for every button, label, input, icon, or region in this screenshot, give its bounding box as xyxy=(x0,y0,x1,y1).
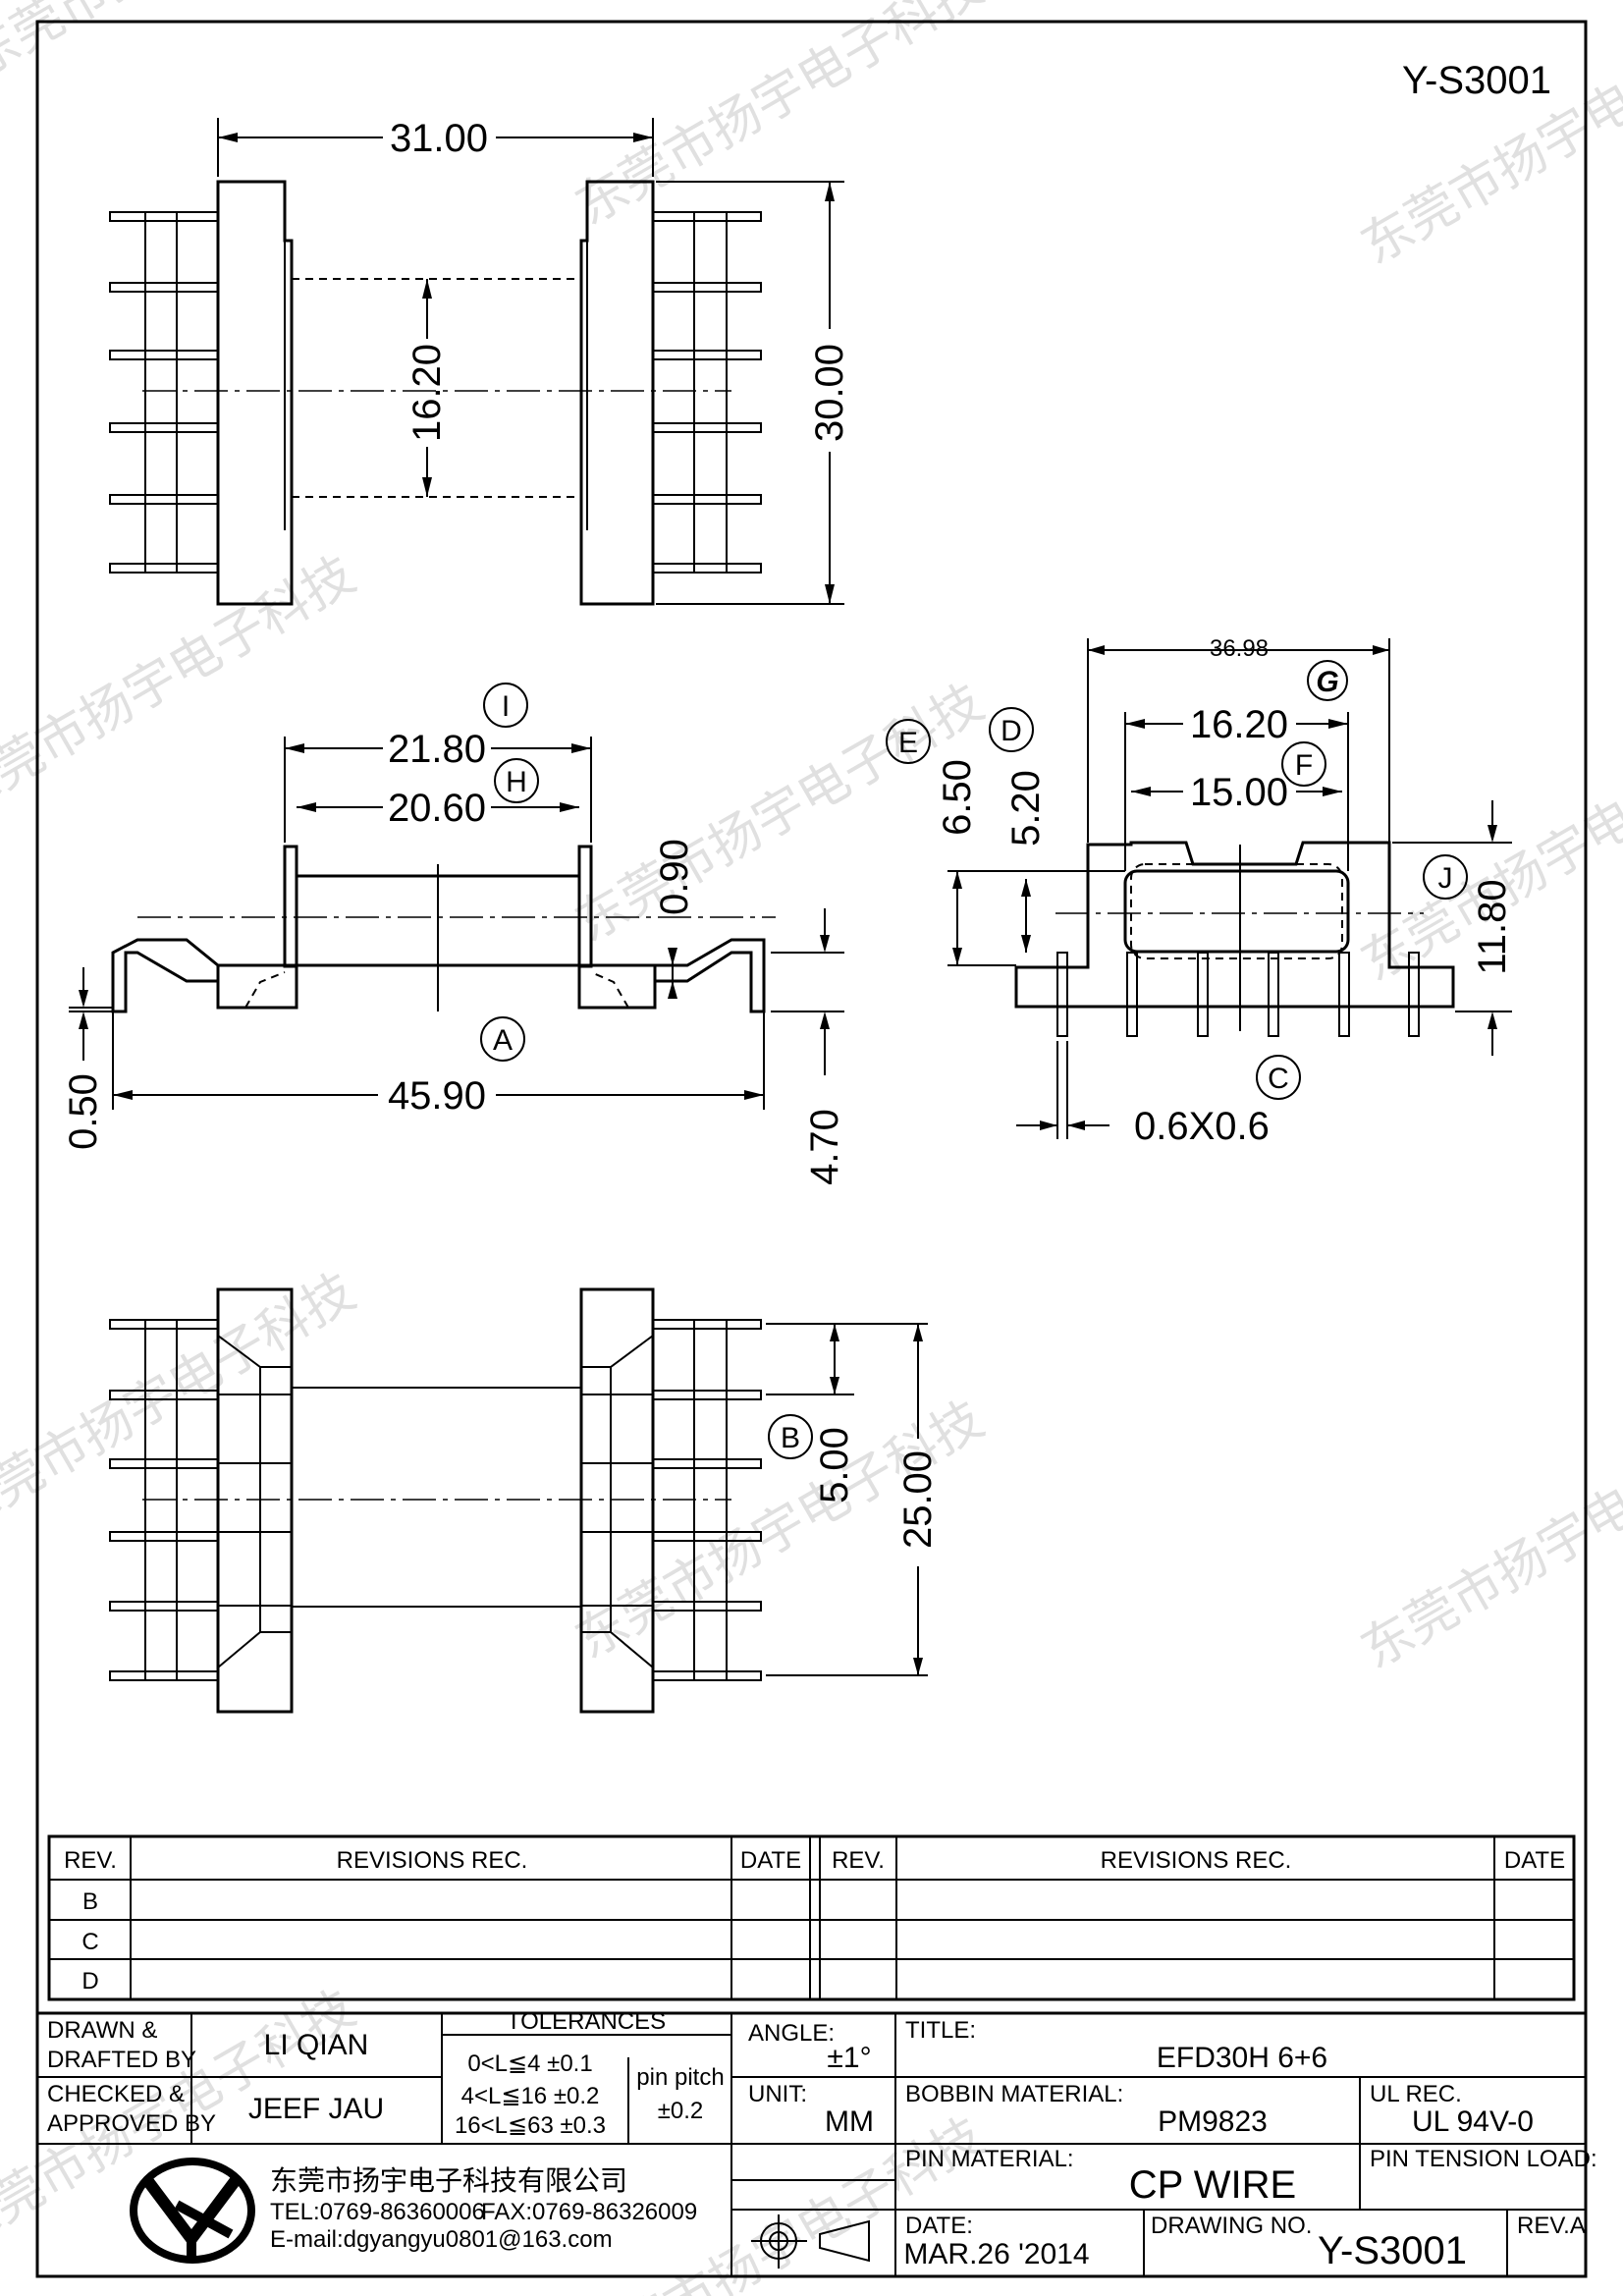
title-label: TITLE: xyxy=(905,2017,976,2044)
approved-label: APPROVED BY xyxy=(47,2110,216,2137)
drafted-label: DRAFTED BY xyxy=(47,2047,196,2073)
angle-value: ±1° xyxy=(827,2042,871,2074)
rec-col-right: REVISIONS REC. xyxy=(1101,1847,1292,1874)
dim-pin-section: 0.6X0.6 xyxy=(1134,1105,1270,1148)
drawn-by: LI QIAN xyxy=(264,2029,369,2061)
company-logo xyxy=(130,2158,255,2264)
dim-end-slot-inner: 15.00 xyxy=(1190,771,1288,814)
dim-end-total-height: 11.80 xyxy=(1471,879,1514,974)
company-name: 东莞市扬宇电子科技有限公司 xyxy=(270,2165,627,2196)
bobbin-material: PM9823 xyxy=(1158,2105,1268,2138)
title-block: DRAWN & DRAFTED BY LI QIAN CHECKED & APP… xyxy=(35,2008,1597,2278)
svg-text:东莞市扬宇电子科技: 东莞市扬宇电子科技 xyxy=(0,0,385,89)
svg-text:D: D xyxy=(1001,715,1022,747)
bottom-view: 5.00 B 25.00 xyxy=(109,1287,940,1714)
tol-row-1: 0<L≦4 ±0.1 xyxy=(467,2050,592,2077)
svg-text:A: A xyxy=(493,1024,513,1057)
dim-flange: 0.90 xyxy=(653,839,696,915)
pin-pitch-label: pin pitch xyxy=(636,2064,724,2091)
date-value: MAR.26 '2014 xyxy=(903,2238,1089,2270)
unit-value: MM xyxy=(825,2105,874,2138)
tol-row-3: 16<L≦63 ±0.3 xyxy=(455,2112,606,2139)
ul-value: UL 94V-0 xyxy=(1412,2105,1534,2138)
svg-text:东莞市扬宇电子科技: 东莞市扬宇电子科技 xyxy=(0,1262,365,1543)
drawing-code: Y-S3001 xyxy=(1402,59,1551,102)
bobbin-material-label: BOBBIN MATERIAL: xyxy=(905,2081,1123,2107)
dim-pin-height: 4.70 xyxy=(803,1109,846,1185)
dim-end-height-b: 5.20 xyxy=(1004,770,1048,847)
svg-text:东莞市扬宇电子科技: 东莞市扬宇电子科技 xyxy=(567,0,994,237)
dim-end-width: 36.98 xyxy=(1210,635,1269,662)
date-col-left: DATE xyxy=(740,1847,801,1874)
svg-text:J: J xyxy=(1438,862,1453,895)
projection-symbol xyxy=(731,2179,895,2269)
dim-overall-length: 45.90 xyxy=(388,1074,486,1118)
svg-text:东莞市扬宇电子科技: 东莞市扬宇电子科技 xyxy=(1352,0,1623,276)
tol-row-2: 4<L≦16 ±0.2 xyxy=(461,2083,600,2109)
revision-table: REV. REVISIONS REC. DATE REV. REVISIONS … xyxy=(47,1834,1576,2001)
dim-top-width: 31.00 xyxy=(390,117,488,160)
rev-col-left: REV. xyxy=(64,1847,117,1874)
svg-text:E: E xyxy=(898,727,918,759)
pin-tension-label: PIN TENSION LOAD: xyxy=(1370,2146,1597,2172)
drawn-label: DRAWN & xyxy=(47,2017,157,2044)
pin-material: CP WIRE xyxy=(1129,2163,1296,2207)
drawing-no: Y-S3001 xyxy=(1318,2229,1467,2272)
company-fax: FAX:0769-86326009 xyxy=(481,2199,697,2225)
unit-label: UNIT: xyxy=(748,2081,807,2107)
rev-col-right: REV. xyxy=(832,1847,885,1874)
angle-label: ANGLE: xyxy=(748,2020,835,2047)
svg-text:B: B xyxy=(781,1422,800,1454)
svg-text:C: C xyxy=(1268,1063,1289,1095)
top-view: 31.00 16.20 30.00 xyxy=(109,117,851,606)
title-value: EFD30H 6+6 xyxy=(1157,2042,1327,2074)
svg-text:H: H xyxy=(506,766,527,798)
pin-material-label: PIN MATERIAL: xyxy=(905,2146,1074,2172)
rev-row-c: C xyxy=(81,1929,98,1955)
dim-top-height: 30.00 xyxy=(808,344,851,442)
date-label: DATE: xyxy=(905,2213,973,2239)
svg-text:东莞市扬宇电子科技: 东莞市扬宇电子科技 xyxy=(567,673,994,954)
end-view: 36.98 G 16.20 F 15.00 E D 6.50 xyxy=(886,635,1514,1148)
dim-side-outer: 21.80 xyxy=(388,728,486,771)
side-view: 21.80 20.60 I H 0.90 45.90 A 0.50 xyxy=(62,683,846,1185)
pin-pitch-tol: ±0.2 xyxy=(658,2098,704,2124)
dim-top-inner: 16.20 xyxy=(406,344,449,442)
company-email: E-mail:dgyangyu0801@163.com xyxy=(270,2226,613,2253)
ul-label: UL REC. xyxy=(1370,2081,1462,2107)
dim-end-height-a: 6.50 xyxy=(936,759,979,836)
rev-row-b: B xyxy=(82,1888,98,1915)
svg-text:东莞市扬宇电子科技: 东莞市扬宇电子科技 xyxy=(1352,1399,1623,1680)
checked-label: CHECKED & xyxy=(47,2081,185,2107)
dim-end-slot-outer: 16.20 xyxy=(1190,703,1288,746)
tolerances-label: TOLERANCES xyxy=(507,2008,666,2035)
svg-text:东莞市扬宇电子科技: 东莞市扬宇电子科技 xyxy=(0,545,365,826)
dim-pin-pitch: 5.00 xyxy=(813,1427,856,1503)
svg-text:I: I xyxy=(502,690,510,723)
checked-by: JEEF JAU xyxy=(248,2093,384,2125)
date-col-right: DATE xyxy=(1504,1847,1565,1874)
dim-bottom-span: 25.00 xyxy=(896,1450,940,1549)
rec-col-left: REVISIONS REC. xyxy=(337,1847,528,1874)
drawing-no-label: DRAWING NO. xyxy=(1151,2213,1312,2239)
dim-pin-offset: 0.50 xyxy=(62,1073,105,1150)
svg-text:G: G xyxy=(1316,666,1338,698)
company-tel: TEL:0769-86360006 xyxy=(270,2199,485,2225)
rev-label: REV.A xyxy=(1517,2213,1586,2239)
dim-side-inner: 20.60 xyxy=(388,787,486,830)
svg-text:F: F xyxy=(1295,749,1313,782)
rev-row-d: D xyxy=(81,1968,98,1995)
